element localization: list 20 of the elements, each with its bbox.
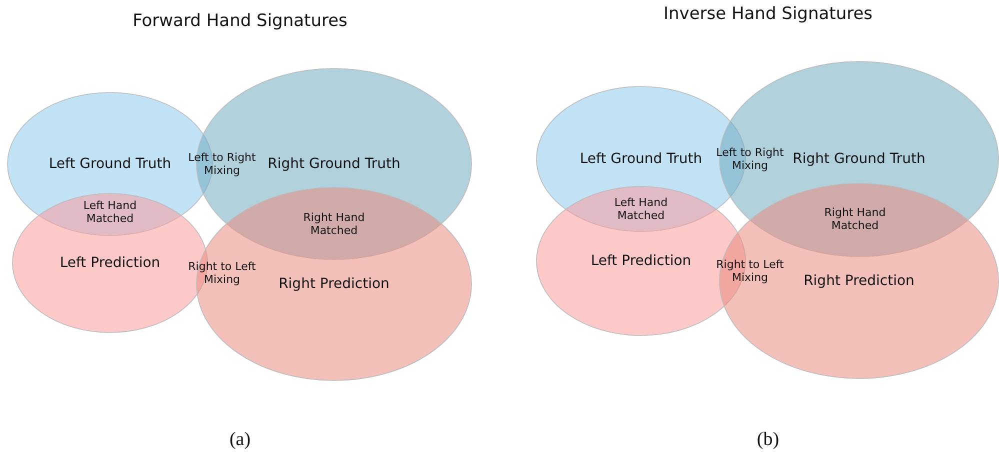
overlap-label: Left Hand Matched	[82, 199, 138, 225]
overlap-label: Right to Left Mixing	[187, 260, 257, 286]
set-label: Left Ground Truth	[580, 151, 702, 167]
set-label: Right Ground Truth	[268, 156, 400, 172]
overlap-label: Right Hand Matched	[302, 211, 366, 237]
panel-title: Forward Hand Signatures	[132, 11, 348, 31]
set-label: Left Ground Truth	[48, 156, 172, 172]
set-label: Left Prediction	[590, 253, 692, 269]
set-label: Right Ground Truth	[792, 151, 926, 167]
overlap-label: Left to Right Mixing	[187, 151, 257, 177]
set-label: Right Prediction	[804, 273, 914, 289]
overlap-label: Right to Left Mixing	[715, 258, 785, 284]
panel-title: Inverse Hand Signatures	[663, 4, 873, 24]
panel-caption: (a)	[229, 429, 251, 451]
set-label: Right Prediction	[278, 276, 390, 292]
panel-caption: (b)	[756, 429, 780, 451]
overlap-label: Right Hand Matched	[823, 206, 887, 232]
overlap-label: Left Hand Matched	[613, 196, 669, 222]
overlap-label: Left to Right Mixing	[715, 146, 785, 172]
set-label: Left Prediction	[60, 255, 160, 271]
